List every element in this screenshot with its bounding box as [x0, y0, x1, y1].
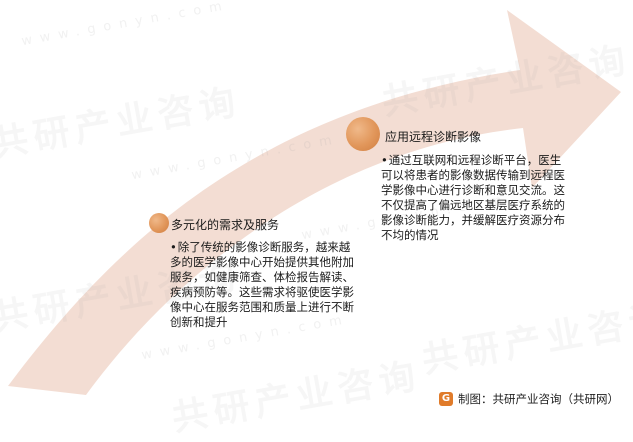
point-description: •除了传统的影像诊断服务，越来越多的医学影像中心开始提供其他附加服务，如健康筛查… — [170, 240, 360, 330]
point-title: 多元化的需求及服务 — [171, 218, 280, 232]
point-marker — [346, 117, 380, 151]
source-credit: G 制图：共研产业咨询（共研网） — [439, 391, 619, 407]
point-title: 应用远程诊断影像 — [385, 130, 482, 144]
point-description: •通过互联网和远程诊断平台，医生可以将患者的影像数据传输到远程医学影像中心进行诊… — [381, 153, 565, 243]
diagram: 共研产业咨询 共研产业咨询 共研产业咨询 共研产业咨询 共研产业咨询 www.g… — [8, 0, 621, 407]
point-marker — [149, 213, 169, 233]
bullet-icon: • — [170, 240, 177, 254]
point-description-text: 除了传统的影像诊断服务，越来越多的医学影像中心开始提供其他附加服务，如健康筛查、… — [170, 240, 354, 329]
bullet-icon: • — [381, 153, 388, 167]
growth-arrow — [8, 10, 621, 395]
point-description-text: 通过互联网和远程诊断平台，医生可以将患者的影像数据传输到远程医学影像中心进行诊断… — [381, 153, 565, 242]
brand-logo-icon: G — [439, 392, 453, 406]
credit-text: 制图：共研产业咨询（共研网） — [458, 392, 619, 406]
